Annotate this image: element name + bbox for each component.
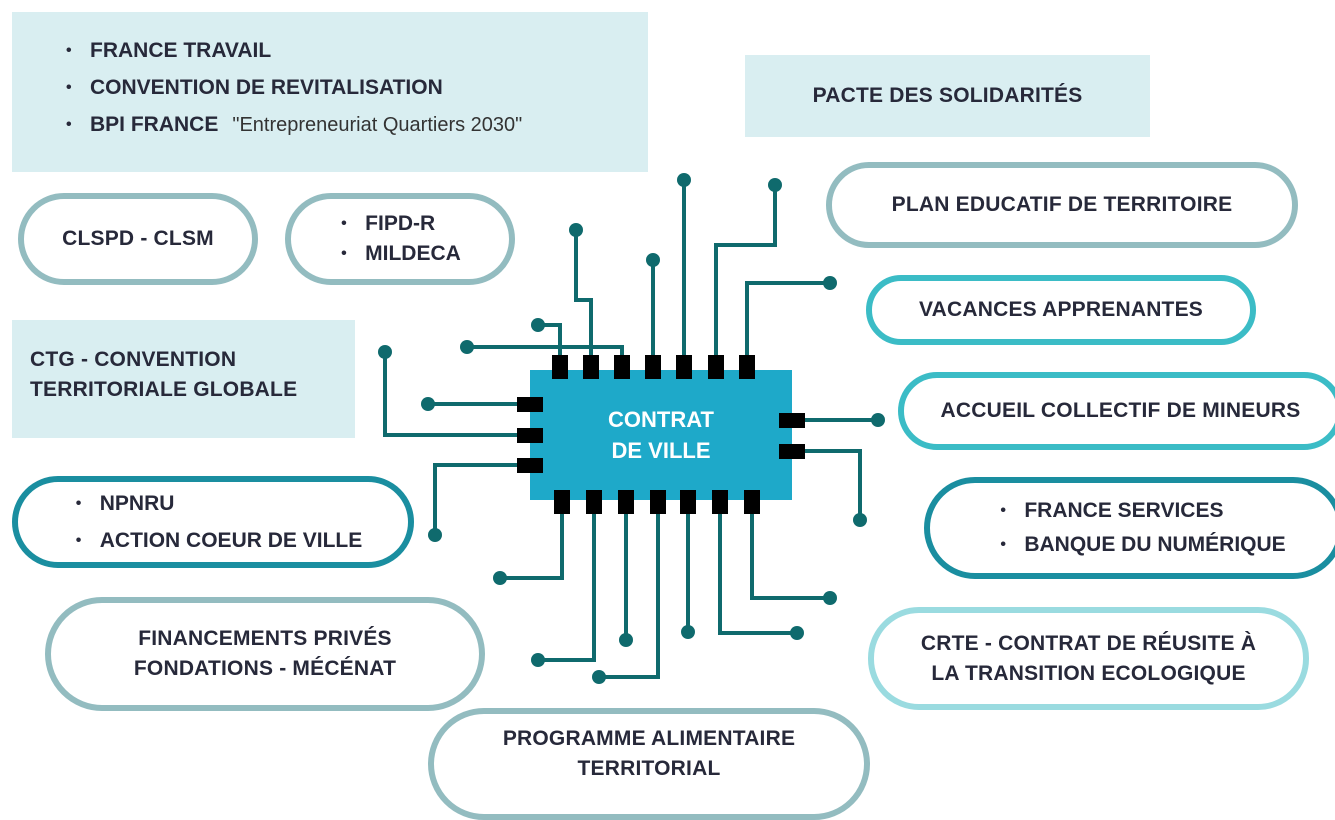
wire [433,463,530,535]
wire-end-dot [428,528,442,542]
wire-end-dot [790,626,804,640]
wire-end-dot [768,178,782,192]
wire-end-dot [378,345,392,359]
wire-end-dot [677,173,691,187]
list-item: FRANCE SERVICES [998,496,1285,526]
plan-educatif-label: PLAN EDUCATIF DE TERRITOIRE [891,193,1233,216]
wire-end-dot [823,591,837,605]
wire-end-dot [531,653,545,667]
contrat-de-ville-chip: CONTRAT DE VILLE [530,370,792,500]
list-item: CONVENTION DE REVITALISATION [64,73,648,103]
list-item: FRANCE TRAVAIL [64,36,648,66]
pacte-label: PACTE DES SOLIDARITÉS [812,84,1083,107]
ctg-line1: CTG - CONVENTION [30,348,237,371]
top-left-funding-box: FRANCE TRAVAIL CONVENTION DE REVITALISAT… [12,12,648,172]
list-item: NPNRU [74,489,363,519]
wire [599,500,660,679]
wire-end-dot [460,340,474,354]
vacances-label: VACANCES APPRENANTES [918,298,1204,321]
wire-end-dot [681,625,695,639]
wire-end-dot [619,633,633,647]
list-item: MILDECA [339,239,461,269]
financements-line2: FONDATIONS - MÉCÉNAT [133,657,397,680]
wire-end-dot [493,571,507,585]
chip-line2: DE VILLE [611,438,711,463]
ctg-box: CTG - CONVENTION TERRITORIALE GLOBALE [12,320,355,438]
clspd-pill: CLSPD - CLSM [18,193,258,285]
wire-end-dot [871,413,885,427]
clspd-label: CLSPD - CLSM [62,227,214,250]
wire [538,500,596,662]
crte-line2: LA TRANSITION ECOLOGIQUE [931,661,1246,685]
wire [574,230,593,360]
bpi-note: "Entrepreneuriat Quartiers 2030" [232,114,523,136]
wire-end-dot [853,513,867,527]
wire [792,449,862,520]
list-item: BANQUE DU NUMÉRIQUE [998,530,1285,560]
npnru-list: NPNRU ACTION COEUR DE VILLE [74,489,363,556]
ctg-line2: TERRITORIALE GLOBALE [30,378,298,401]
wire-end-dot [421,397,435,411]
fipd-list: FIPD-R MILDECA [339,209,461,269]
financements-line1: FINANCEMENTS PRIVÉS [138,627,392,650]
programme-line2: TERRITORIAL [577,757,721,780]
pacte-solidarites-box: PACTE DES SOLIDARITÉS [745,55,1150,137]
wire-end-dot [531,318,545,332]
wire [718,500,797,635]
crte-line1: CRTE - CONTRAT DE RÉUSITE À [920,631,1257,655]
list-item: ACTION COEUR DE VILLE [74,526,363,556]
chip-line1: CONTRAT [608,407,714,432]
programme-line1: PROGRAMME ALIMENTAIRE [502,727,796,750]
france-services-list: FRANCE SERVICES BANQUE DU NUMÉRIQUE [998,496,1285,560]
accueil-label: ACCUEIL COLLECTIF DE MINEURS [940,399,1301,422]
wire-end-dot [569,223,583,237]
wire-end-dot [823,276,837,290]
wire [383,352,530,437]
list-item: BPI FRANCE"Entrepreneuriat Quartiers 203… [64,110,648,140]
plan-educatif-pill: PLAN EDUCATIF DE TERRITOIRE [826,162,1298,248]
top-left-list: FRANCE TRAVAIL CONVENTION DE REVITALISAT… [64,36,648,140]
accueil-pill: ACCUEIL COLLECTIF DE MINEURS [898,372,1335,450]
wire [714,185,777,360]
wire-end-dot [592,670,606,684]
france-services-pill: FRANCE SERVICES BANQUE DU NUMÉRIQUE [924,477,1335,579]
crte-pill: CRTE - CONTRAT DE RÉUSITE À LA TRANSITIO… [868,607,1309,710]
wire-end-dot [646,253,660,267]
list-item: FIPD-R [339,209,461,239]
wire [500,500,564,580]
wire [750,500,830,600]
npnru-pill: NPNRU ACTION COEUR DE VILLE [12,476,414,568]
fipd-pill: FIPD-R MILDECA [285,193,515,285]
wire [745,281,830,360]
vacances-pill: VACANCES APPRENANTES [866,275,1256,345]
financements-pill: FINANCEMENTS PRIVÉS FONDATIONS - MÉCÉNAT [45,597,485,711]
